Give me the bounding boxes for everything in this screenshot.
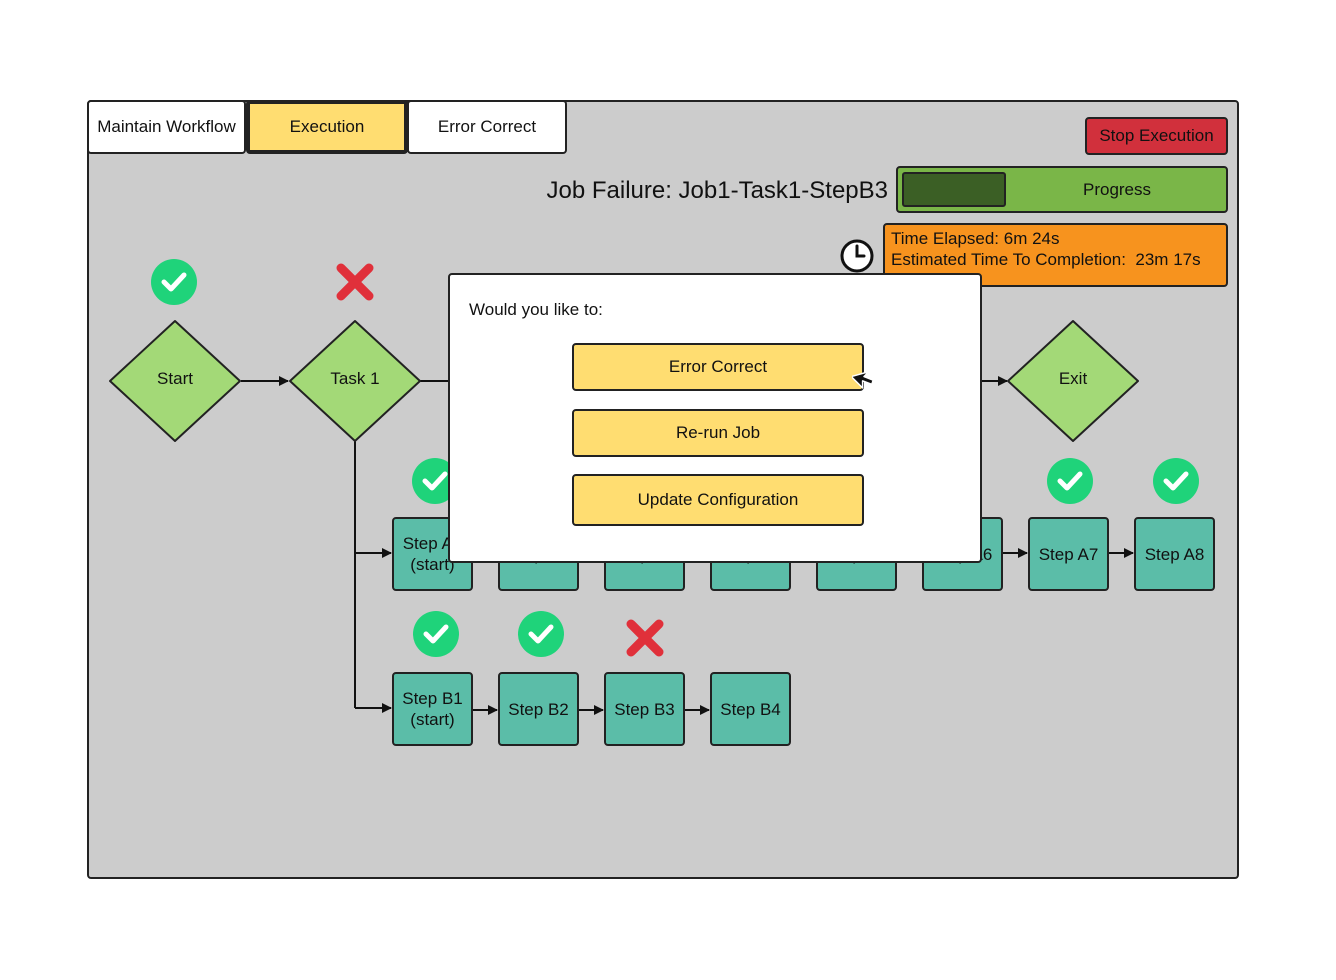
check-circle-icon bbox=[518, 611, 564, 662]
failure-action-dialog: Would you like to: Error Correct Re-run … bbox=[448, 273, 982, 563]
rerun-job-button[interactable]: Re-run Job bbox=[572, 409, 864, 457]
stop-execution-button[interactable]: Stop Execution bbox=[1085, 117, 1228, 155]
start-diamond bbox=[109, 320, 241, 442]
step-b1[interactable]: Step B1 (start) bbox=[392, 672, 473, 746]
task1-diamond bbox=[289, 320, 421, 442]
check-circle-icon bbox=[151, 259, 197, 310]
job-failure-title: Job Failure: Job1-Task1-StepB3 bbox=[546, 177, 888, 204]
check-circle-icon bbox=[1153, 458, 1199, 509]
check-circle-icon bbox=[412, 458, 458, 509]
dialog-prompt: Would you like to: bbox=[469, 300, 603, 319]
error-correct-button[interactable]: Error Correct bbox=[572, 343, 864, 391]
clock-icon bbox=[839, 238, 875, 279]
time-elapsed: Time Elapsed: 6m 24s bbox=[891, 229, 1060, 248]
tab-maintain-workflow[interactable]: Maintain Workflow bbox=[87, 100, 246, 154]
step-b2[interactable]: Step B2 bbox=[498, 672, 579, 746]
step-a8[interactable]: Step A8 bbox=[1134, 517, 1215, 591]
step-b3[interactable]: Step B3 bbox=[604, 672, 685, 746]
step-b4[interactable]: Step B4 bbox=[710, 672, 791, 746]
progress-fill bbox=[902, 172, 1006, 207]
check-circle-icon bbox=[1047, 458, 1093, 509]
step-a7[interactable]: Step A7 bbox=[1028, 517, 1109, 591]
x-mark-icon bbox=[625, 618, 665, 663]
check-circle-icon bbox=[413, 611, 459, 662]
update-configuration-button[interactable]: Update Configuration bbox=[572, 474, 864, 526]
mouse-pointer-icon bbox=[850, 364, 880, 397]
progress-label: Progress bbox=[1082, 179, 1152, 199]
progress-bar: Progress bbox=[896, 166, 1228, 213]
exit-diamond bbox=[1007, 320, 1139, 442]
x-mark-icon bbox=[335, 262, 375, 307]
time-to-completion: Estimated Time To Completion: 23m 17s bbox=[891, 250, 1201, 269]
tab-error-correct[interactable]: Error Correct bbox=[407, 100, 567, 154]
tab-execution[interactable]: Execution bbox=[246, 100, 408, 154]
